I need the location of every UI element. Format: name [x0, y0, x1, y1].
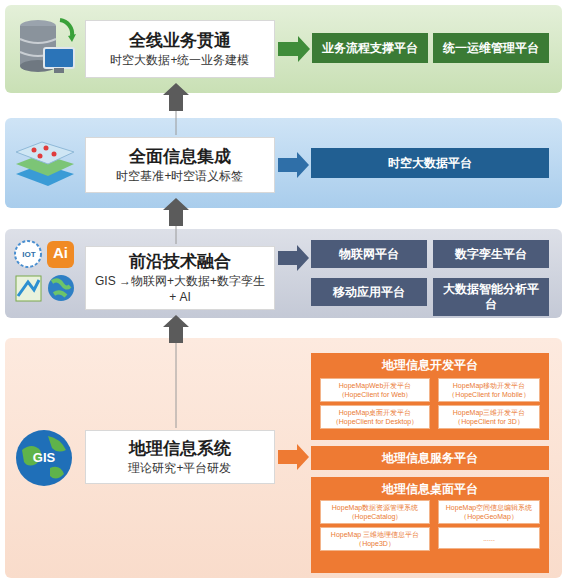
- platform-box: 统一运维管理平台: [433, 33, 549, 63]
- block-arrow: [278, 444, 309, 470]
- node-title: HopeMap 三维地理信息平台 （Hope3D）: [325, 530, 425, 548]
- connector-line: [176, 226, 177, 244]
- node-title: 统一运维管理平台: [443, 41, 539, 56]
- node-subtitle: 时空大数据+统一业务建模: [110, 52, 249, 68]
- product-box: HopeMap 三维地理信息平台 （Hope3D）: [320, 527, 430, 551]
- node-title: 大数据智能分析平台: [439, 282, 543, 312]
- block-arrow: [278, 245, 309, 271]
- product-box: HopeMapWeb开发平台 （HopeClient for Web）: [320, 378, 430, 402]
- platform-box: 大数据智能分析平台: [433, 278, 549, 316]
- platform-group: 地理信息开发平台 HopeMapWeb开发平台 （HopeClient for W…: [311, 353, 549, 440]
- platform-box: 地理信息服务平台: [311, 446, 549, 470]
- node-title: ......: [483, 534, 495, 543]
- node-title: 地理信息开发平台: [382, 358, 478, 373]
- node-subtitle: 时空基准+时空语义标签: [116, 168, 243, 184]
- node-title: 时空大数据平台: [388, 156, 472, 171]
- product-box: HopeMap桌面开发平台 （HopeClient for Desktop）: [320, 405, 430, 429]
- block-arrow: [278, 152, 309, 178]
- node-title: HopeMap数据资源管理系统 （HopeCatalog）: [325, 503, 425, 521]
- platform-box: 物联网平台: [311, 240, 427, 268]
- block-arrow: [278, 36, 310, 62]
- node-title: 业务流程支撑平台: [322, 41, 418, 56]
- block-arrow: [163, 83, 189, 111]
- node-title: 数字孪生平台: [455, 247, 527, 262]
- block-arrow: [163, 198, 189, 226]
- map-layers-icon: [12, 134, 78, 194]
- product-box: ......: [438, 527, 540, 549]
- icon-label: GIS: [24, 450, 64, 466]
- node-title: HopeMap空间信息编辑系统 （HopeGeoMap）: [443, 503, 535, 521]
- icon-label: IOT: [16, 249, 42, 260]
- platform-group: 地理信息桌面平台 HopeMap数据资源管理系统 （HopeCatalog） Hop…: [311, 477, 549, 573]
- platform-box: 数字孪生平台: [433, 240, 549, 268]
- node-subtitle: GIS →物联网+大数据+数字孪生+ AI: [94, 273, 266, 305]
- product-box: HopeMap空间信息编辑系统 （HopeGeoMap）: [438, 500, 540, 524]
- node-title: 物联网平台: [339, 247, 399, 262]
- product-box: HopeMap移动开发平台 （HopeClient for Mobile）: [438, 378, 540, 402]
- node-title: HopeMap桌面开发平台 （HopeClient for Desktop）: [325, 408, 425, 426]
- node-title: 前沿技术融合: [129, 251, 231, 273]
- stage-box: 前沿技术融合GIS →物联网+大数据+数字孪生+ AI: [85, 246, 275, 310]
- node-title: 全线业务贯通: [129, 30, 231, 52]
- node-title: 移动应用平台: [333, 285, 405, 300]
- node-title: 地理信息服务平台: [382, 451, 478, 466]
- stage-box: 地理信息系统理论研究+平台研发: [85, 430, 275, 484]
- stage-box: 全面信息集成时空基准+时空语义标签: [85, 137, 275, 193]
- node-title: HopeMapWeb开发平台 （HopeClient for Web）: [325, 381, 425, 399]
- stage-box: 全线业务贯通时空大数据+统一业务建模: [85, 20, 275, 78]
- connector-line: [176, 111, 177, 135]
- platform-box: 业务流程支撑平台: [312, 33, 428, 63]
- platform-box: 时空大数据平台: [311, 148, 549, 178]
- node-title: HopeMap三维开发平台 （HopeClient for 3D）: [443, 408, 535, 426]
- product-box: HopeMap数据资源管理系统 （HopeCatalog）: [320, 500, 430, 524]
- node-title: 地理信息系统: [129, 438, 231, 460]
- server-icon: [14, 14, 78, 80]
- block-arrow: [163, 315, 189, 343]
- icon-label: Ai: [47, 244, 74, 262]
- node-subtitle: 理论研究+平台研发: [128, 460, 231, 476]
- node-title: HopeMap移动开发平台 （HopeClient for Mobile）: [443, 381, 535, 399]
- product-box: HopeMap三维开发平台 （HopeClient for 3D）: [438, 405, 540, 429]
- node-title: 地理信息桌面平台: [382, 482, 478, 497]
- platform-box: 移动应用平台: [311, 278, 427, 306]
- tech-icons: [12, 238, 78, 304]
- node-title: 全面信息集成: [129, 146, 231, 168]
- connector-line: [176, 343, 177, 428]
